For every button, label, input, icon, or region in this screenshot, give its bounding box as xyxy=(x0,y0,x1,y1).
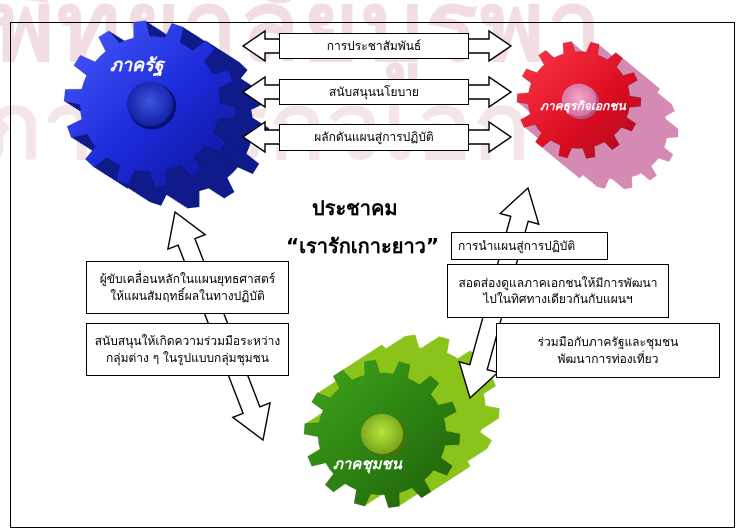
left-box-main-driver-line1: ผู้ขับเคลื่อนหลักในแผนยุทธศาสตร์ xyxy=(99,272,276,287)
left-box-cooperation: สนับสนุนให้เกิดความร่วมมือระหว่าง กลุ่มต… xyxy=(86,323,289,376)
gear-label-community: ภาคชุมชน xyxy=(333,455,402,473)
gear-label-government: ภาครัฐ xyxy=(110,55,164,76)
right-box-implementation-line1: การนำแผนสู่การปฏิบัติ xyxy=(458,238,576,253)
right-box-private-oversight: สอดส่องดูแลภาคเอกชนให้มีการพัฒนา ไปในทิศ… xyxy=(447,264,669,318)
right-box-tourism-line1: ร่วมมือกับภาครัฐและชุมชน xyxy=(537,335,679,350)
gear-community-hole xyxy=(360,413,404,455)
gear-government-hole xyxy=(126,81,174,127)
gear-private-hole xyxy=(561,83,597,117)
center-title-line2: “เรารักเกาะยาว” xyxy=(286,234,440,258)
left-box-cooperation-line2: กลุ่มต่าง ๆ ในรูปแบบกลุ่มชุมชน xyxy=(105,350,269,365)
gear-government xyxy=(63,20,269,209)
right-box-private-oversight-line2: ไปในทิศทางเดียวกันกับแผนฯ xyxy=(483,292,633,306)
left-box-cooperation-line1: สนับสนุนให้เกิดความร่วมมือระหว่าง xyxy=(94,334,281,349)
top-box-public-relations: การประชาสัมพันธ์ xyxy=(279,33,469,59)
gear-label-private: ภาคธุรกิจเอกชน xyxy=(540,99,626,113)
right-box-private-oversight-line1: สอดส่องดูแลภาคเอกชนให้มีการพัฒนา xyxy=(458,275,658,290)
center-title-line1: ประชาคม xyxy=(312,196,398,220)
right-box-tourism: ร่วมมือกับภาครัฐและชุมชน พัฒนาการท่องเที… xyxy=(496,323,720,378)
right-box-implementation: การนำแผนสู่การปฏิบัติ xyxy=(451,232,608,260)
diagram-frame xyxy=(10,22,735,528)
gear-private xyxy=(516,40,679,190)
top-box-policy-support: สนับสนุนนโยบาย xyxy=(279,79,469,105)
gear-community xyxy=(303,334,500,509)
left-box-main-driver: ผู้ขับเคลื่อนหลักในแผนยุทธศาสตร์ ให้แผนส… xyxy=(86,261,289,314)
top-box-plan-implementation: ผลักดันแผนสู่การปฏิบัติ xyxy=(279,124,469,151)
left-box-main-driver-line2: ให้แผนสัมฤทธิ์ผลในทางปฏิบัติ xyxy=(110,288,265,303)
right-box-tourism-line2: พัฒนาการท่องเที่ยว xyxy=(557,351,659,366)
